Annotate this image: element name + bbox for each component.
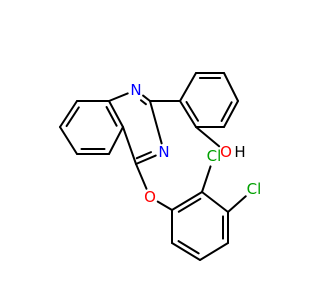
bond-c5-c4a [108, 126, 124, 155]
bond-c7-c6 [59, 126, 78, 155]
bond-c4-c4a [122, 126, 137, 165]
atom-label-hydroxyl-oxygen: O [220, 143, 232, 161]
bond-d1-d2-inner [177, 197, 202, 213]
bond-p6-p1 [179, 100, 197, 128]
bond-c8-c7-inner [65, 106, 80, 128]
atom-label-n3: N [158, 143, 169, 161]
atom-label-group: N N O Cl Cl O H [130, 81, 261, 206]
bond-c4-oe [135, 163, 148, 190]
atom-label-n1: N [130, 81, 141, 99]
bond-d4-d5 [199, 242, 229, 261]
bond-p4-p5-inner [220, 101, 233, 122]
bond-d5-d6 [171, 242, 201, 261]
bond-c4a-c8a [108, 100, 124, 128]
bond-c8a-n1 [108, 92, 129, 102]
bond-oe-d1 [156, 200, 173, 211]
bond-d2-cla [201, 165, 212, 193]
atom-label-chlorine-3: Cl [247, 180, 262, 198]
bond-p4-p5 [223, 100, 239, 128]
bond-n1-c2 [142, 94, 151, 102]
bond-c8-c7 [59, 100, 78, 128]
bond-p6-p1-inner [185, 101, 200, 122]
bond-n3-c4 [135, 154, 157, 165]
molecule-structure-diagram: N N O Cl Cl O H [59, 72, 261, 261]
bond-p1-p2 [179, 72, 197, 102]
bond-c2-n3 [149, 100, 163, 145]
bond-d1-d2 [171, 191, 203, 211]
bond-p3-p4 [223, 72, 239, 102]
atom-label-ether-oxygen: O [144, 188, 156, 206]
bond-d2-d3 [201, 191, 229, 213]
atom-label-chlorine-2: Cl [207, 147, 222, 165]
bond-p6-oo [195, 126, 221, 148]
bond-d3-clb [227, 195, 247, 213]
bond-n3-c4-inner [135, 151, 152, 160]
bond-group [59, 72, 247, 261]
bond-n1-c2-inner [139, 99, 147, 106]
bond-d5-d6-inner [177, 240, 200, 255]
bond-c4a-c8a-inner [105, 106, 118, 127]
atom-label-hydroxyl-hydrogen: H [234, 143, 245, 161]
